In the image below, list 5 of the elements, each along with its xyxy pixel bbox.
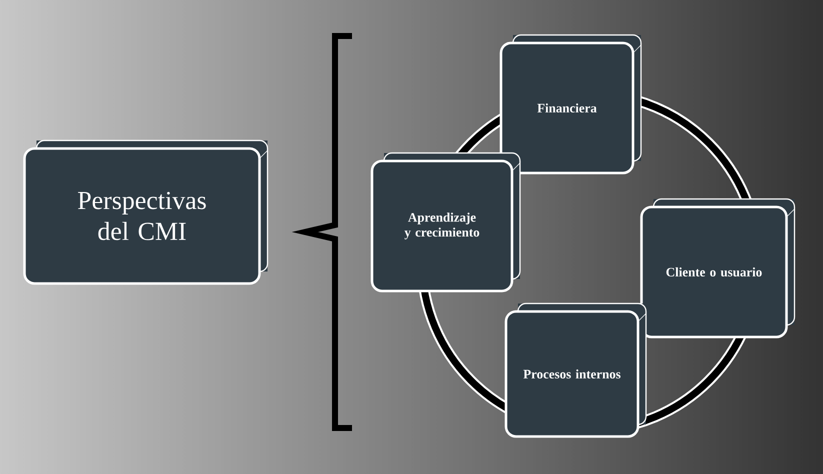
process-box: Cliente o usuario — [640, 198, 796, 338]
process-box: Procesos internos — [504, 302, 647, 438]
process-box: Aprendizaje y crecimiento — [370, 152, 521, 292]
process-box: Perspectivas del CMI — [23, 140, 268, 285]
process-box: Financiera — [500, 34, 642, 174]
